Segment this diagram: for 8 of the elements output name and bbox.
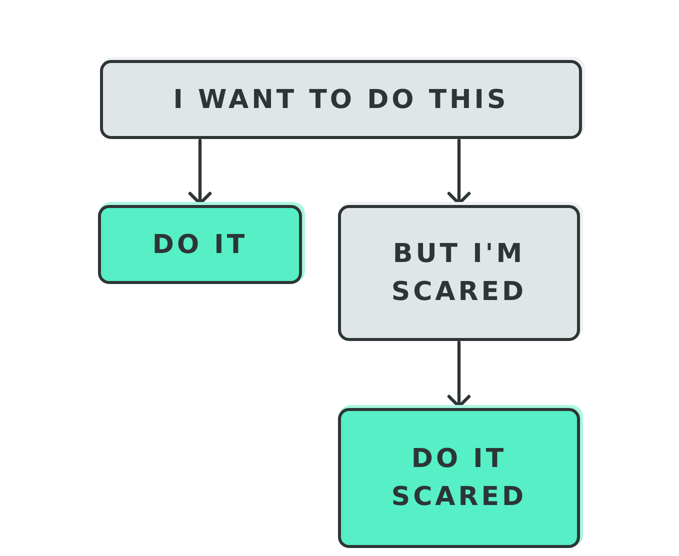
box-label: I WANT TO DO THIS <box>173 84 509 116</box>
box-label: BUT I'M SCARED <box>390 238 528 309</box>
process-box <box>100 60 582 139</box>
process-box <box>338 205 580 341</box>
box-label: DO IT <box>152 228 248 262</box>
process-box <box>98 205 302 284</box>
box-label: DO IT SCARED <box>390 443 528 514</box>
process-box <box>338 408 580 548</box>
